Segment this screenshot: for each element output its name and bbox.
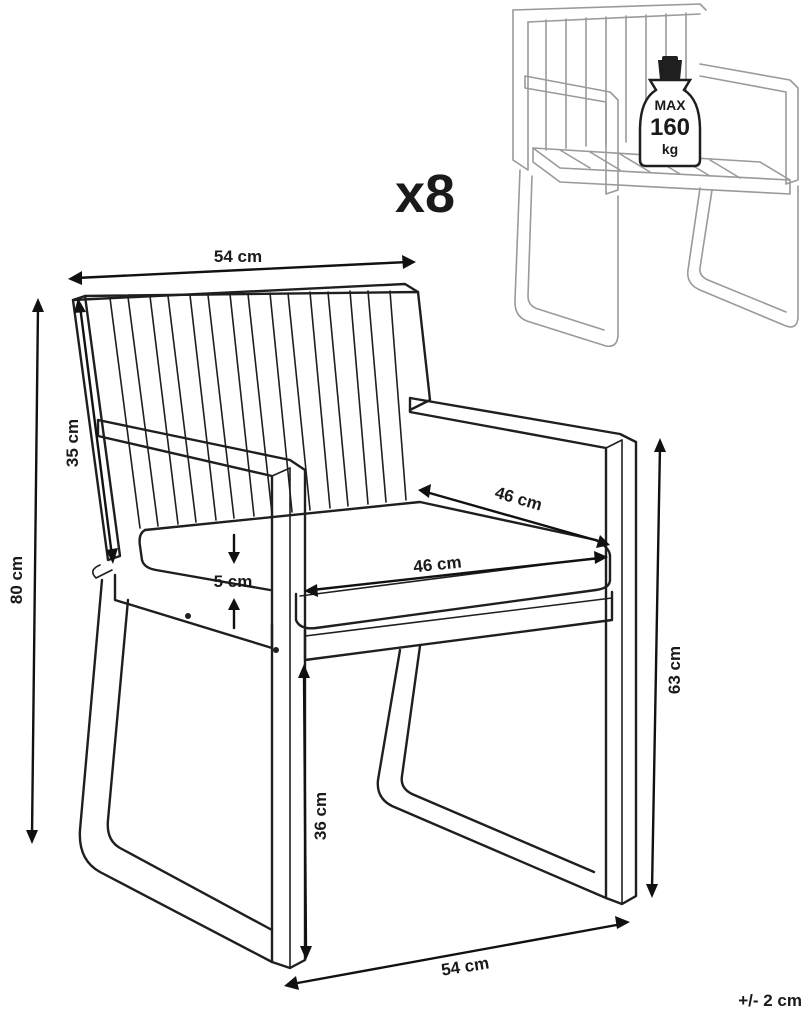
max-load-value: 160 bbox=[650, 114, 690, 141]
seat-width-label: 46 cm bbox=[412, 553, 462, 577]
total-height-label: 80 cm bbox=[7, 556, 26, 604]
reference-chair bbox=[512, 3, 799, 348]
max-label: MAX bbox=[654, 97, 686, 113]
quantity-label: x8 bbox=[395, 164, 455, 224]
main-chair bbox=[71, 282, 638, 970]
top-width-label: 54 cm bbox=[214, 247, 262, 266]
bottom-width-label: 54 cm bbox=[440, 953, 491, 979]
weight-icon: MAX 160 kg bbox=[638, 56, 702, 168]
seat-depth-label: 46 cm bbox=[493, 483, 545, 515]
max-load-unit: kg bbox=[662, 141, 678, 157]
cushion-thickness-label: 5 cm bbox=[214, 572, 253, 591]
tolerance-label: +/- 2 cm bbox=[738, 991, 802, 1010]
seat-height-label: 36 cm bbox=[311, 792, 330, 840]
armrest-height-label: 63 cm bbox=[665, 646, 684, 694]
backrest-height-label: 35 cm bbox=[63, 419, 82, 467]
dimension-arrows bbox=[26, 255, 666, 990]
